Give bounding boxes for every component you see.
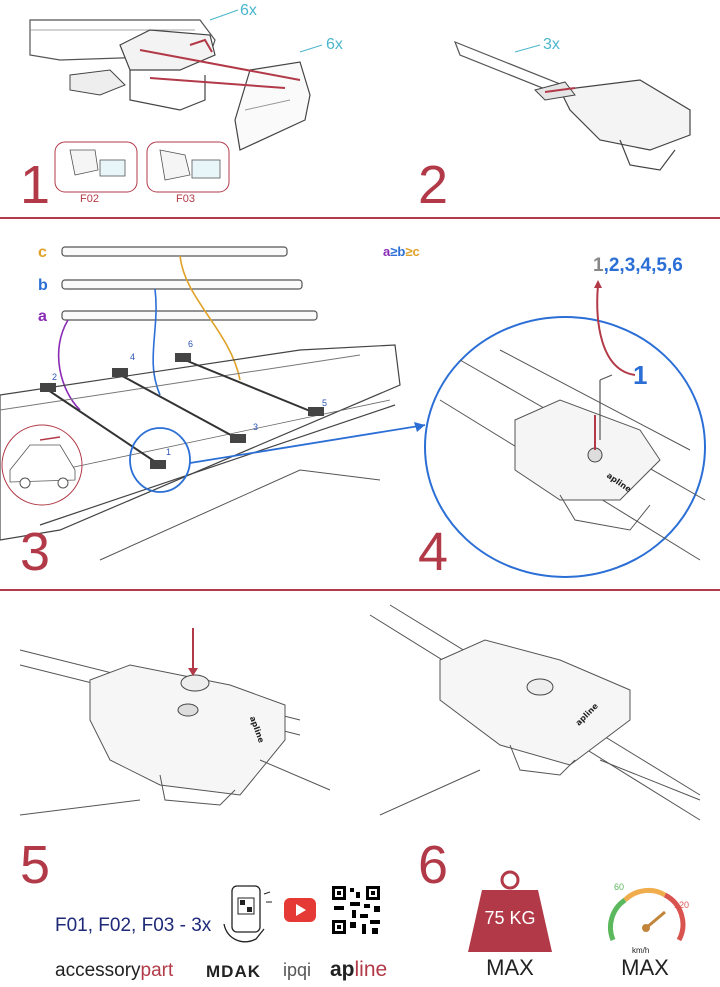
svg-text:4: 4 [130, 352, 135, 362]
speed-high-label: 120 [674, 900, 690, 910]
svg-text:3: 3 [253, 422, 258, 432]
step-number: 4 [418, 522, 449, 582]
section-divider [0, 217, 720, 219]
bar-letter-c: c [38, 244, 47, 261]
tighten-sequence: 1,2,3,4,5,6 [593, 255, 683, 276]
bar-size-rule: a≥b≥c [383, 244, 420, 259]
step-number: 2 [418, 155, 449, 215]
count-label: 3x [543, 36, 560, 53]
inset-label: F02 [80, 193, 99, 205]
weight-max-label: MAX [486, 955, 534, 980]
key-step-label: 1 [633, 360, 648, 390]
bar-letter-b: b [38, 277, 48, 294]
speedometer-icon [607, 887, 686, 942]
step-1-illustration [29, 9, 323, 193]
brand-apline: apline [330, 958, 388, 981]
brand-accessorypart: accessorypart [55, 960, 174, 981]
brand-ipqi: ipqi [283, 960, 312, 980]
qr-code-icon[interactable] [330, 884, 382, 936]
count-label: 6x [326, 36, 343, 53]
svg-text:5: 5 [322, 398, 327, 408]
youtube-icon[interactable] [284, 898, 316, 922]
speed-max-label: MAX [621, 955, 669, 980]
svg-text:6: 6 [188, 339, 193, 349]
svg-text:2: 2 [52, 372, 57, 382]
parts-count-label: F01, F02, F03 - 3x [55, 915, 212, 936]
step-number: 1 [20, 155, 51, 215]
step-3-illustration: 2 4 6 1 3 5 [0, 246, 426, 561]
step-5-illustration [19, 628, 331, 816]
inset-label: F03 [176, 193, 195, 205]
step-6-illustration [369, 604, 701, 821]
weight-icon [468, 870, 552, 952]
brand-mdak: MDAK [206, 962, 261, 981]
phone-qr-icon [223, 885, 272, 943]
svg-text:1: 1 [166, 447, 171, 457]
step-number: 5 [20, 835, 51, 895]
step-number: 3 [20, 522, 51, 582]
section-divider [0, 589, 720, 591]
weight-value: 75 KG [484, 908, 536, 928]
count-label: 6x [240, 2, 257, 19]
step-number: 6 [418, 835, 449, 895]
bar-letter-a: a [38, 308, 47, 325]
speed-low-label: 60 [614, 882, 625, 892]
step-2-illustration [453, 40, 691, 171]
speed-unit-label: km/h [632, 946, 650, 955]
step-4-illustration [424, 280, 706, 578]
